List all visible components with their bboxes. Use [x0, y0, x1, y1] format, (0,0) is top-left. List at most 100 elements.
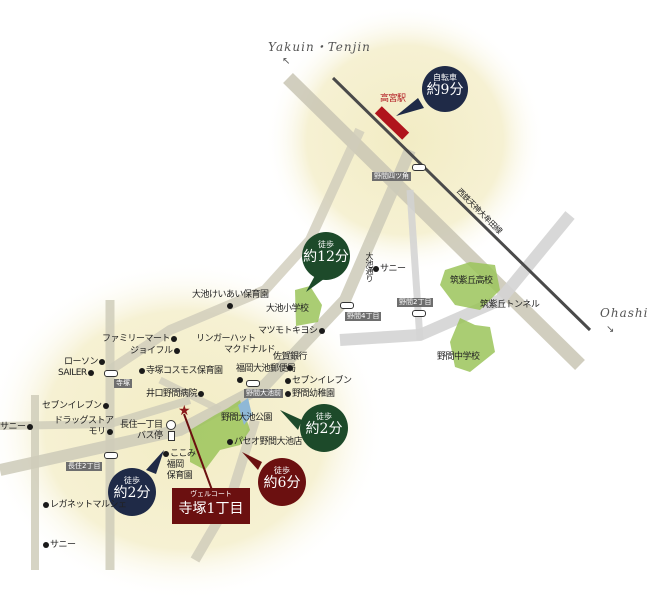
traffic-signal-icon — [104, 452, 118, 459]
poi-oike-keiai[interactable]: 大池けいあい保育園 — [192, 290, 269, 312]
poi-mcdonalds[interactable]: マクドナルド — [224, 345, 276, 355]
property-star-icon[interactable]: ★ — [178, 403, 191, 419]
bubble-time: 約12分 — [303, 249, 349, 265]
poi-dot-icon — [227, 438, 233, 445]
time-bubble-bicycle-station: 自転車 約9分 — [422, 66, 468, 112]
poi-familymart[interactable]: ファミリーマート — [102, 334, 178, 345]
intersection-label: 野間2丁目 — [397, 298, 434, 307]
intersection-label: 長住2丁目 — [66, 462, 103, 471]
poi-dot-icon — [237, 376, 243, 383]
time-bubble-walk-school: 徒歩 約12分 — [302, 232, 350, 280]
poi-drugstore-mori[interactable]: ドラッグストアモリ — [54, 416, 114, 438]
poi-label: マツモトキヨシ — [258, 326, 318, 336]
school-area-noma-jhs — [450, 318, 495, 372]
poi-dot-icon — [43, 541, 49, 548]
traffic-signal-icon — [340, 302, 354, 309]
poi-terazuka-cosmos[interactable]: 寺塚コスモス保育園 — [138, 366, 223, 377]
bus-stop-label[interactable]: 長住一丁目バス停 — [120, 420, 163, 442]
poi-iguchi-noma-hospital[interactable]: 井口野間病院 — [146, 389, 205, 400]
poi-dot-icon — [198, 390, 205, 397]
bubble-mode: 徒歩 — [124, 476, 140, 485]
poi-dot-icon — [285, 377, 291, 384]
bus-stop-suffix: バス停 — [137, 431, 163, 441]
poi-saga-bank[interactable]: 佐賀銀行 — [273, 352, 308, 374]
poi-lawson[interactable]: ローソン — [64, 357, 106, 368]
bubble-mode: 徒歩 — [316, 412, 332, 421]
poi-seven-eleven[interactable]: セブンイレブン — [284, 376, 352, 387]
callout-pointer — [146, 450, 164, 474]
roads — [0, 73, 585, 570]
traffic-signal-icon — [104, 370, 118, 377]
road — [107, 127, 365, 375]
property-leader-line — [183, 413, 213, 491]
callout-pointer — [280, 410, 302, 430]
poi-kokomi-nursery[interactable]: ここみ 福岡 保育園 — [162, 449, 196, 482]
poi-sunny-south[interactable]: サニー — [42, 540, 76, 551]
poi-label: 保育園 — [166, 471, 193, 481]
park-area — [190, 400, 250, 470]
poi-dot-icon — [173, 347, 180, 354]
poi-matsumoto-kiyoshi[interactable]: マツモトキヨシ — [258, 326, 326, 337]
property-name: 寺塚1丁目 — [178, 501, 244, 517]
poi-sunny-west[interactable]: サニー — [0, 422, 34, 433]
poi-label: パセオ野間大池店 — [234, 437, 303, 447]
poi-dot-icon — [373, 265, 379, 272]
poi-dot-icon — [285, 390, 291, 397]
road — [0, 147, 416, 476]
poi-seven-eleven-west[interactable]: セブンイレブン — [42, 401, 110, 412]
school-label[interactable]: 野間中学校 — [437, 352, 480, 362]
traffic-signal-icon — [412, 310, 426, 317]
poi-noma-kindergarten[interactable]: 野間幼稚園 — [284, 389, 335, 400]
poi-label: 井口野間病院 — [146, 389, 198, 399]
poi-label: サニー — [0, 422, 26, 432]
property-sub-name: ヴェルコート — [190, 490, 232, 498]
poi-post-office[interactable]: 福岡大池郵便局 — [236, 364, 296, 386]
time-bubble-walk-park: 徒歩 約2分 — [300, 404, 348, 452]
arrow-northwest-icon: ↖ — [282, 56, 291, 67]
bus-stop-sign-icon — [168, 431, 175, 441]
poi-dot-icon — [99, 358, 106, 365]
poi-sunny[interactable]: サニー — [372, 264, 406, 275]
poi-label: 福岡大池郵便局 — [236, 364, 296, 374]
poi-label: 寺塚コスモス保育園 — [146, 366, 223, 376]
bubble-time: 約6分 — [263, 475, 301, 491]
poi-label: ここみ — [170, 449, 196, 459]
school-label[interactable]: 筑紫丘高校 — [450, 276, 493, 286]
poi-label: モリ — [88, 427, 107, 437]
poi-label: レガネットマルシェ — [50, 500, 127, 510]
traffic-signal-icon — [412, 164, 426, 171]
poi-joyfull[interactable]: ジョイフル — [130, 346, 181, 357]
bus-stop-icon — [166, 420, 176, 430]
park-label[interactable]: 野間大池公園 — [221, 413, 273, 423]
railway-line — [331, 76, 592, 332]
poi-leganet-marche[interactable]: レガネットマルシェ — [42, 500, 127, 511]
poi-sailer[interactable]: SAILER — [58, 368, 95, 379]
poi-dot-icon — [43, 501, 49, 508]
poi-dot-icon — [171, 335, 178, 342]
time-bubble-walk-bus-stop: 徒歩 約2分 — [108, 468, 156, 516]
poi-paseo[interactable]: パセオ野間大池店 — [226, 437, 303, 448]
bubble-time: 約2分 — [305, 421, 343, 437]
callout-pointer — [396, 98, 424, 116]
school-area-chikushigaoka — [440, 262, 500, 310]
road — [283, 73, 585, 370]
bus-stop-name: 長住一丁目 — [120, 420, 163, 430]
poi-label: ローソン — [64, 357, 99, 367]
bubble-time: 約2分 — [113, 485, 151, 501]
station-label[interactable]: 高宮駅 — [380, 94, 406, 104]
property-label-box[interactable]: ヴェルコート 寺塚1丁目 — [172, 488, 250, 524]
poi-dot-icon — [139, 367, 145, 374]
highlight-area-station — [265, 5, 545, 275]
poi-label: セブンイレブン — [292, 376, 352, 386]
arrow-southeast-icon: ↘ — [606, 324, 615, 335]
poi-label: ドラッグストア — [54, 416, 114, 426]
intersection-label: 野間大池前 — [244, 389, 283, 398]
direction-label-yakuin-tenjin: Yakuin・Tenjin — [268, 40, 371, 54]
intersection-label: 野間4丁目 — [345, 312, 382, 321]
traffic-signal-icon — [246, 380, 260, 387]
school-label[interactable]: 大池小学校 — [266, 304, 309, 314]
poi-label: ファミリーマート — [102, 334, 171, 344]
poi-ringer-hut[interactable]: リンガーハット — [196, 334, 256, 344]
poi-label: サニー — [50, 540, 76, 550]
